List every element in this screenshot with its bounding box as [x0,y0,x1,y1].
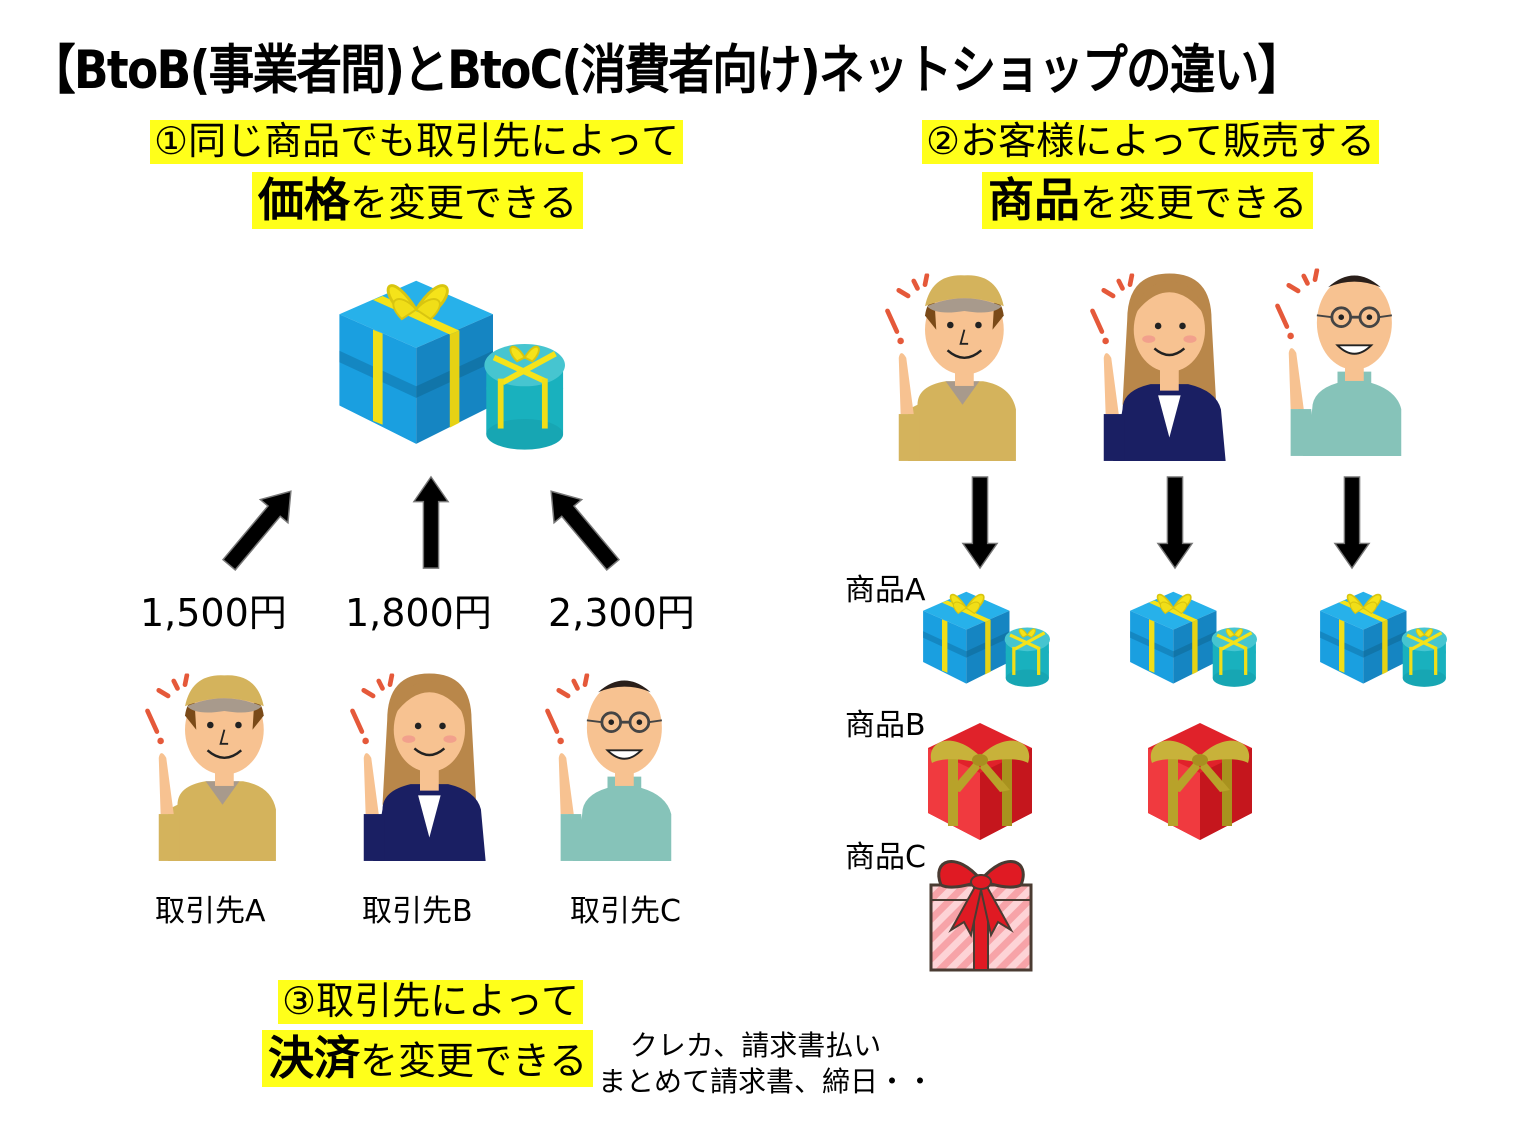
section2-keyword: 商品 [988,173,1080,227]
section2-line2-rest: を変更できる [1080,181,1308,225]
glasses-man-person-icon [540,655,690,870]
client-label-a: 取引先A [155,894,266,929]
section2-line2: 商品を変更できる [982,172,1314,229]
client-label-b: 取引先B [362,894,473,929]
section1-line2-rest: を変更できる [350,181,578,225]
arrow-down-icon [1332,475,1372,570]
arrow-down-icon [1155,475,1195,570]
section2-line1: ②お客様によって販売する [922,119,1380,164]
price-c: 2,300円 [548,591,695,635]
arrow-down-icon [960,475,1000,570]
business-woman-person-icon [345,655,495,870]
page-title: 【BtoB(事業者間)とBtoC(消費者向け)ネットショップの違い】 [30,40,1303,101]
payment-methods-note: クレカ、請求書払い まとめて請求書、締日・・ [598,1028,935,1101]
worker-cap-person-icon [880,255,1030,470]
section2-heading: ②お客様によって販売する [922,119,1380,164]
product-label-b: 商品B [845,708,926,743]
section3-line2-rest: を変更できる [360,1039,588,1083]
section3-subheading: 決済を変更できる [262,1030,594,1087]
price-b: 1,800円 [345,591,492,635]
gift-blue-icon [1312,580,1447,690]
gift-blue-icon [915,580,1050,690]
worker-cap-person-icon [140,655,290,870]
business-woman-person-icon [1085,255,1235,470]
gift-blue-icon [1122,580,1257,690]
gift-red-icon [920,718,1040,843]
section3-keyword: 決済 [268,1031,360,1085]
section1-line2: 価格を変更できる [252,172,584,229]
section1-subheading: 価格を変更できる [252,172,584,229]
gift-pink-striped-icon [926,850,1036,975]
gift-red-icon [1140,718,1260,843]
section2-subheading: 商品を変更できる [982,172,1314,229]
arrow-up-left-icon [535,477,630,579]
client-label-c: 取引先C [570,894,681,929]
payment-note-line1: クレカ、請求書払い [629,1029,882,1062]
arrow-up-right-icon [213,477,308,579]
product-label-a: 商品A [845,573,926,608]
section3-heading: ③取引先によって [278,979,584,1024]
section1-line1: ①同じ商品でも取引先によって [150,119,684,164]
price-a: 1,500円 [140,591,287,635]
section3-line2: 決済を変更できる [262,1030,594,1087]
section1-keyword: 価格 [258,173,350,227]
glasses-man-person-icon [1270,250,1420,465]
product-label-c: 商品C [845,840,926,875]
payment-note-line2: まとめて請求書、締日・・ [598,1065,935,1099]
section3-line1: ③取引先によって [278,979,584,1024]
arrow-up-icon [411,475,451,570]
section1-heading: ①同じ商品でも取引先によって [150,119,684,164]
gift-blue-icon [325,260,565,455]
